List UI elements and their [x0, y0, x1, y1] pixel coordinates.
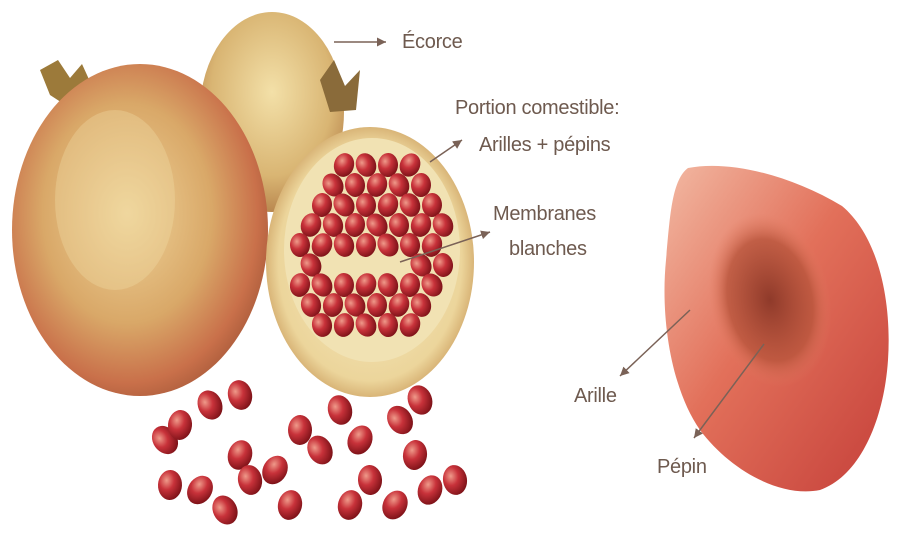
- enlarged-aril: [664, 166, 888, 491]
- aril: [414, 472, 447, 508]
- aril: [208, 491, 243, 528]
- aril: [441, 463, 469, 496]
- label-pepin: Pépin: [657, 456, 707, 479]
- label-membranes-line2: blanches: [509, 238, 587, 261]
- arrow-portion-comestible: [430, 140, 462, 162]
- aril: [343, 421, 377, 458]
- aril: [335, 487, 366, 522]
- aril: [324, 392, 355, 427]
- aril: [288, 415, 313, 445]
- aril: [257, 451, 293, 489]
- aril: [377, 486, 412, 524]
- label-ecorce: Écorce: [402, 31, 462, 54]
- aril: [225, 378, 256, 413]
- aril: [401, 438, 429, 471]
- aril: [193, 387, 227, 424]
- label-membranes-line1: Membranes: [493, 203, 596, 226]
- label-arille: Arille: [574, 385, 617, 408]
- aril: [157, 469, 183, 500]
- aril: [275, 488, 305, 523]
- label-portion-line2: Arilles + pépins: [479, 134, 610, 157]
- aril: [182, 471, 218, 509]
- aril: [357, 464, 383, 496]
- loose-arils: [147, 378, 470, 529]
- label-portion-line1: Portion comestible:: [455, 97, 619, 120]
